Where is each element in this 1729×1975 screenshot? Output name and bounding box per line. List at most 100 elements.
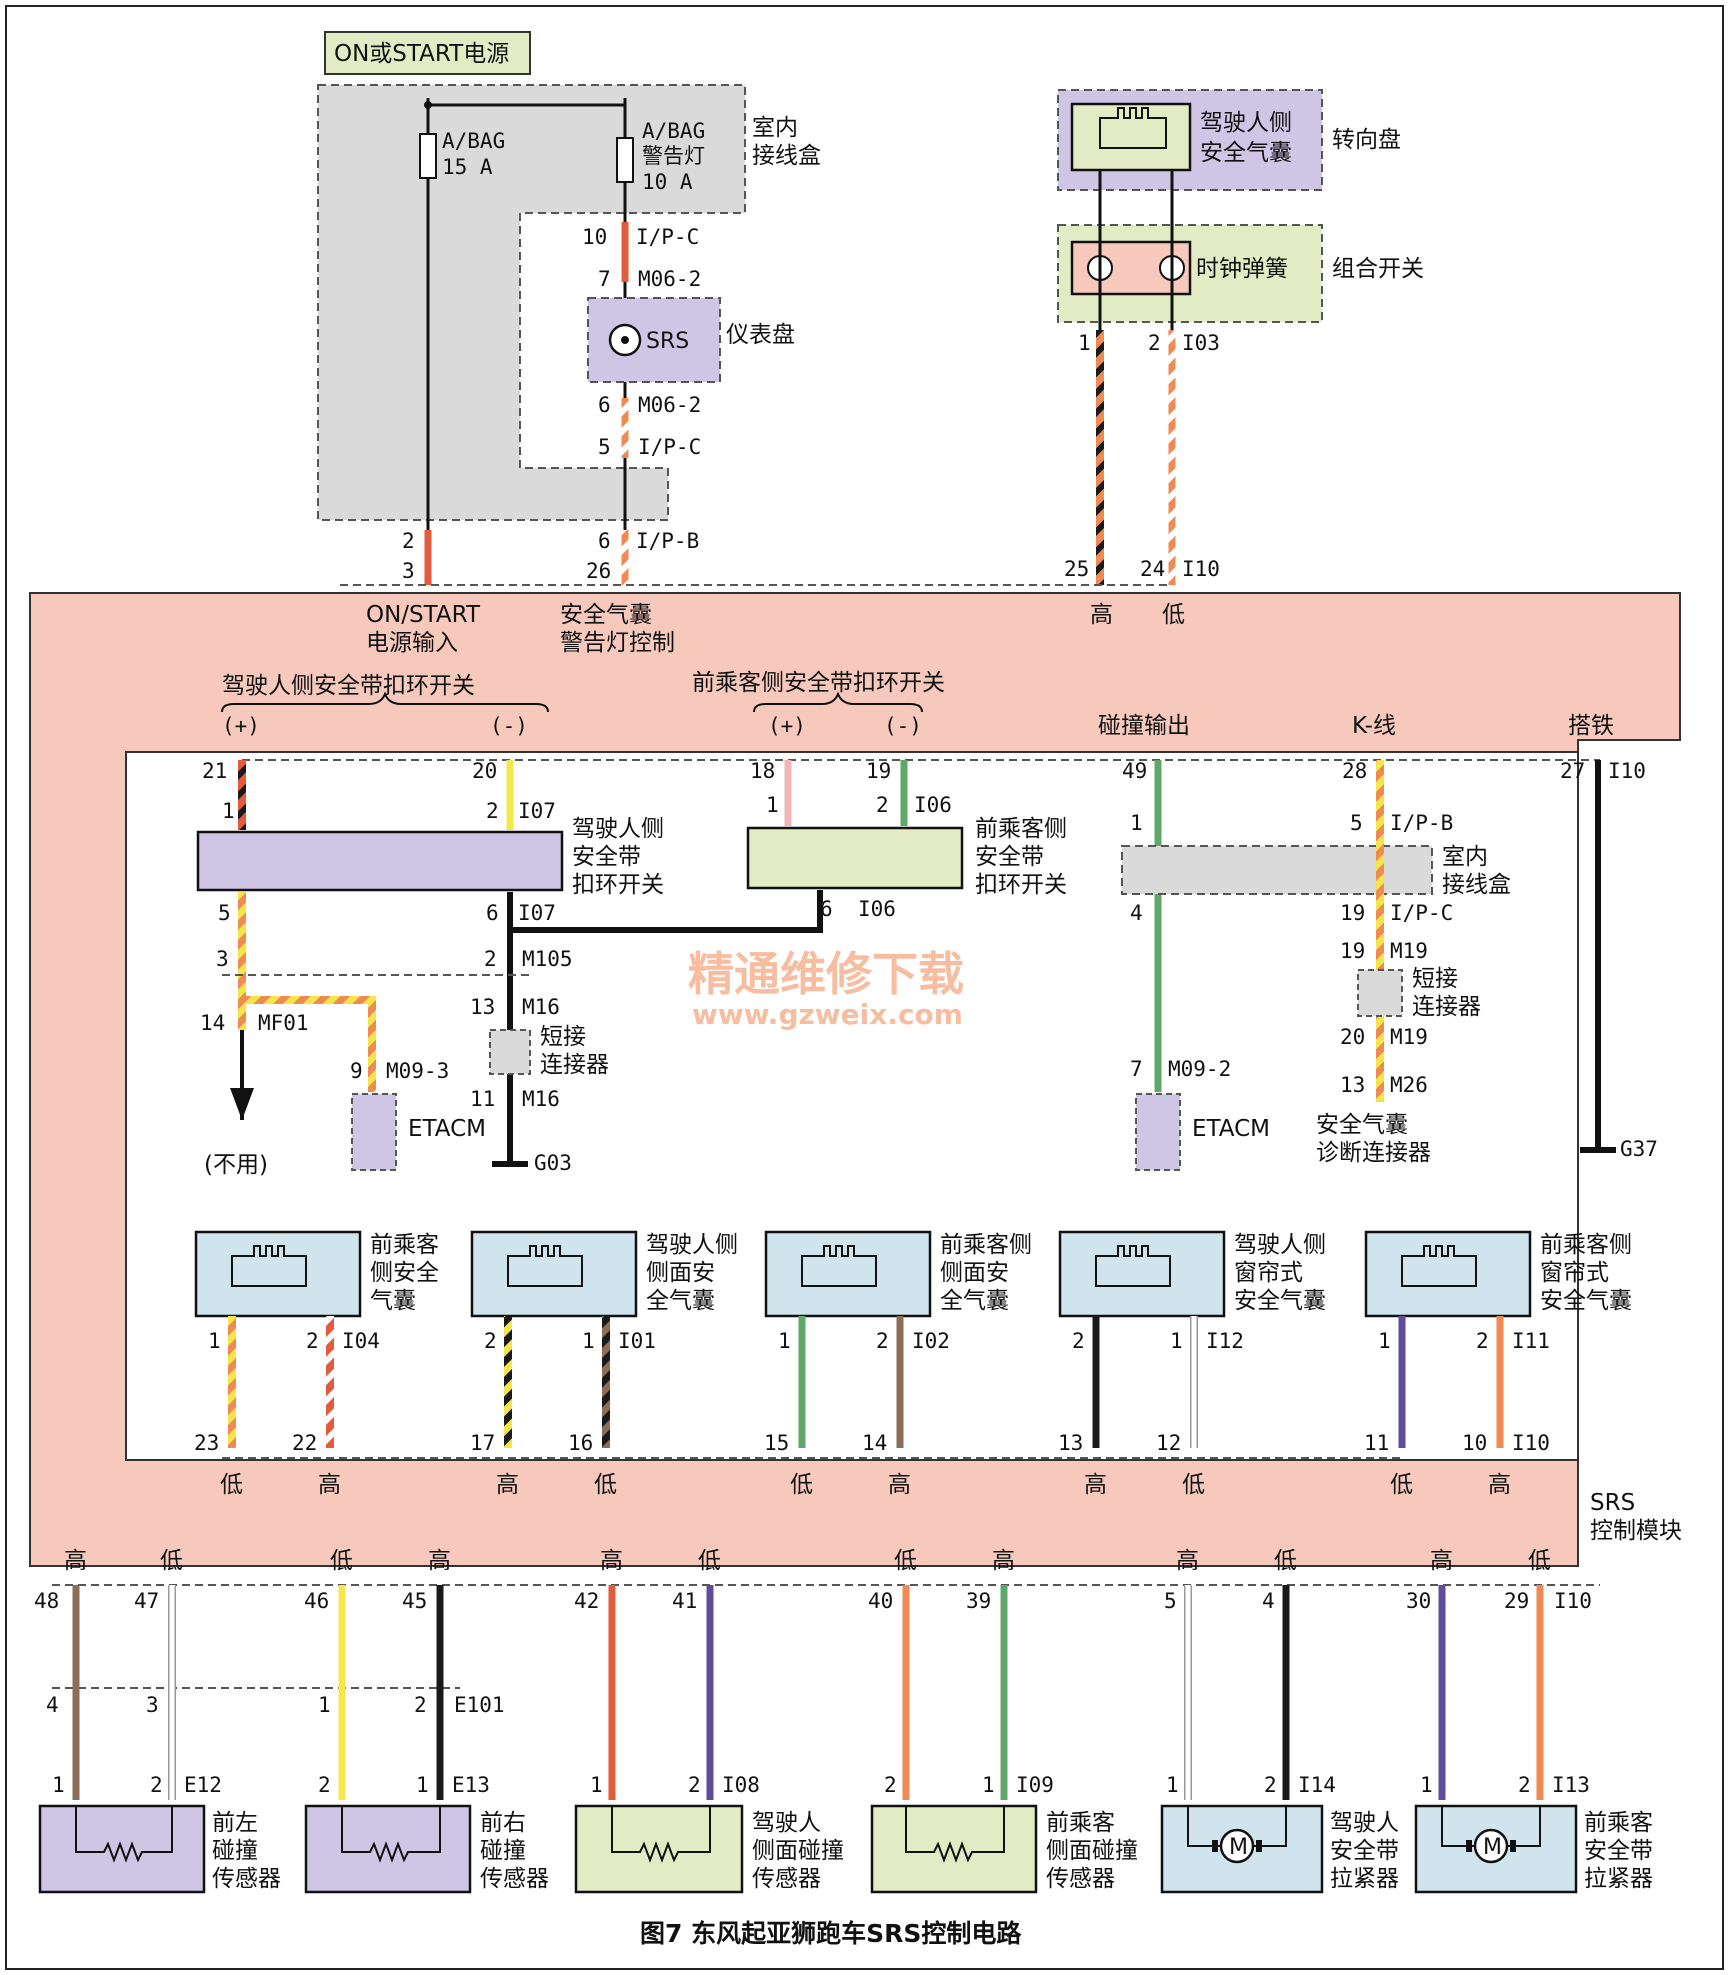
airbag-4-hl-b: 低 — [1182, 1472, 1205, 1498]
crash-output-label: 碰撞输出 — [1098, 713, 1190, 739]
pin-d2: 2 — [486, 799, 499, 823]
tensioner-1-mod-a: 5 — [1164, 1589, 1177, 1613]
airbag-3-name-3: 全气囊 — [940, 1288, 1009, 1314]
diag-connector-label-1: 安全气囊 — [1316, 1112, 1408, 1138]
tensioner-2-name-1: 前乘客 — [1584, 1810, 1653, 1836]
tensioner-1-hl-b: 低 — [1274, 1548, 1297, 1574]
pin-m105: M105 — [522, 947, 573, 971]
sensor-4-name-2: 侧面碰撞 — [1046, 1838, 1138, 1864]
pin-c7: 7 — [598, 267, 611, 291]
pin-i06b: I06 — [858, 897, 896, 921]
tensioner-2-hl-a: 高 — [1430, 1548, 1453, 1574]
sensor-2-conn: E13 — [452, 1773, 490, 1797]
srs-lamp-label: SRS — [646, 329, 689, 354]
pin-k-ipc: I/P-C — [1390, 901, 1453, 925]
power-source-label: ON或START电源 — [334, 41, 509, 67]
fuse1-label-2: 15 A — [442, 155, 493, 179]
tensioner-2-mod-a: 30 — [1406, 1589, 1431, 1613]
etacm-label-right: ETACM — [1192, 1116, 1270, 1142]
sensor-3-pin-a: 1 — [590, 1773, 603, 1797]
pin-i07a: I07 — [518, 799, 556, 823]
on-start-label-1: ON/START — [366, 602, 481, 628]
diagram-caption: 图7 东风起亚狮跑车SRS控制电路 — [640, 1919, 1022, 1948]
airbag-1-conn: I04 — [342, 1329, 380, 1353]
airbag-3: 前乘客侧 侧面安 全气囊 1 2 I02 15 14 低 高 — [764, 1230, 1032, 1498]
sensor-1-pin-a: 1 — [52, 1773, 65, 1797]
pin-s1: 1 — [1078, 331, 1091, 355]
sensor-3-hl-a: 高 — [600, 1548, 623, 1574]
bottom-row-conn: I10 — [1554, 1589, 1592, 1613]
pin-c4: 4 — [1130, 901, 1143, 925]
airbag-5-pin-b: 2 — [1476, 1329, 1489, 1353]
airbag-3-name-2: 侧面安 — [940, 1260, 1009, 1286]
sensor-1-hl-b: 低 — [160, 1548, 183, 1574]
junction-box-top-label-2: 接线盒 — [752, 143, 821, 169]
sensor-1-hl-a: 高 — [64, 1548, 87, 1574]
label-low-24: 低 — [1162, 602, 1185, 628]
tensioner-1-conn: I14 — [1298, 1773, 1336, 1797]
airbag-3-mod-a: 15 — [764, 1431, 789, 1455]
power-source-box — [324, 31, 531, 75]
sensor-front-right: 前右 碰撞 传感器 低 高 46 45 1 2 E101 2 1 E13 — [304, 1548, 549, 1894]
not-used-label: (不用) — [204, 1152, 268, 1178]
pin-ipc2: I/P-C — [638, 435, 701, 459]
airbag-2-name-1: 驾驶人侧 — [646, 1232, 738, 1258]
airbag-5-name-1: 前乘客侧 — [1540, 1232, 1632, 1258]
airbag-3-conn: I02 — [912, 1329, 950, 1353]
junction-box-top — [317, 84, 746, 521]
pin-d1: 1 — [222, 799, 235, 823]
airbag-4-pin-b: 1 — [1170, 1329, 1183, 1353]
airbag-1-hl-b: 高 — [318, 1472, 341, 1498]
sensor-2-pin-a: 2 — [318, 1773, 331, 1797]
sensor-4-pin-a: 2 — [884, 1773, 897, 1797]
driver-belt-switch-label-3: 扣环开关 — [572, 872, 664, 898]
pin-m16b: M16 — [522, 1087, 560, 1111]
driver-airbag-label-1: 驾驶人侧 — [1200, 110, 1292, 136]
tensioner-2-pin-b: 2 — [1518, 1773, 1531, 1797]
diag-connector-label-2: 诊断连接器 — [1316, 1140, 1431, 1166]
sensor-2-hl-b: 高 — [428, 1548, 451, 1574]
airbag-1-pin-a: 1 — [208, 1329, 221, 1353]
airbag-4-mod-a: 13 — [1058, 1431, 1083, 1455]
pin-d5: 5 — [218, 901, 231, 925]
tensioner-passenger: M 前乘客 安全带 拉紧器 高 低 30 29 I10 1 2 I13 — [1406, 1548, 1653, 1894]
sensor-4-conn: I09 — [1016, 1773, 1054, 1797]
pin-k20: 20 — [1340, 1025, 1365, 1049]
sensor-2-mid-a: 1 — [318, 1693, 331, 1717]
airbag-1-hl-a: 低 — [220, 1472, 243, 1498]
ground-label: 搭铁 — [1568, 713, 1614, 739]
airbag-2-pin-b: 1 — [582, 1329, 595, 1353]
airbag-3-pin-b: 2 — [876, 1329, 889, 1353]
airbag-row-conn: I10 — [1512, 1431, 1550, 1455]
airbag-1-name-3: 气囊 — [370, 1288, 416, 1314]
sensor-3-name-3: 传感器 — [752, 1866, 821, 1892]
watermark-title: 精通维修下载 — [688, 947, 964, 1001]
airbag-5-hl-a: 低 — [1390, 1472, 1413, 1498]
junction-box-top-label-1: 室内 — [752, 115, 798, 141]
label-minus-driver: (-) — [490, 714, 528, 738]
sensor-4-hl-b: 高 — [992, 1548, 1015, 1574]
pass-belt-switch-label-3: 扣环开关 — [975, 872, 1067, 898]
short-connector-left — [489, 1029, 531, 1075]
pin-a3: 3 — [216, 947, 229, 971]
srs-module-label-2: 控制模块 — [1590, 1518, 1682, 1544]
tensioner-1-mod-b: 4 — [1262, 1589, 1275, 1613]
sensor-2-mod-b: 45 — [402, 1589, 427, 1613]
pin-i03: I03 — [1182, 331, 1220, 355]
pass-belt-switch-label-2: 安全带 — [975, 844, 1044, 870]
tensioner-1-name-2: 安全带 — [1330, 1838, 1399, 1864]
pin-m19b: M19 — [1390, 1025, 1428, 1049]
top-left-pin-labels: 10 I/P-C 7 M06-2 6 M06-2 5 I/P-C 2 3 6 I… — [402, 225, 701, 583]
tensioner-driver: M 驾驶人 安全带 拉紧器 高 低 5 4 1 2 I14 — [1160, 1548, 1399, 1894]
k-line-label: K-线 — [1352, 713, 1396, 739]
pin-c7: 7 — [1130, 1057, 1143, 1081]
sensor-1-mod-b: 47 — [134, 1589, 159, 1613]
sensor-3-hl-b: 低 — [698, 1548, 721, 1574]
pin-m093: M09-3 — [386, 1059, 449, 1083]
tensioner-2-hl-b: 低 — [1528, 1548, 1551, 1574]
pin-k5: 5 — [1350, 811, 1363, 835]
sensor-4-mod-a: 40 — [868, 1589, 893, 1613]
airbag-5-mod-b: 10 — [1462, 1431, 1487, 1455]
sensor-4-hl-a: 低 — [894, 1548, 917, 1574]
combo-switch-label: 组合开关 — [1332, 256, 1424, 282]
